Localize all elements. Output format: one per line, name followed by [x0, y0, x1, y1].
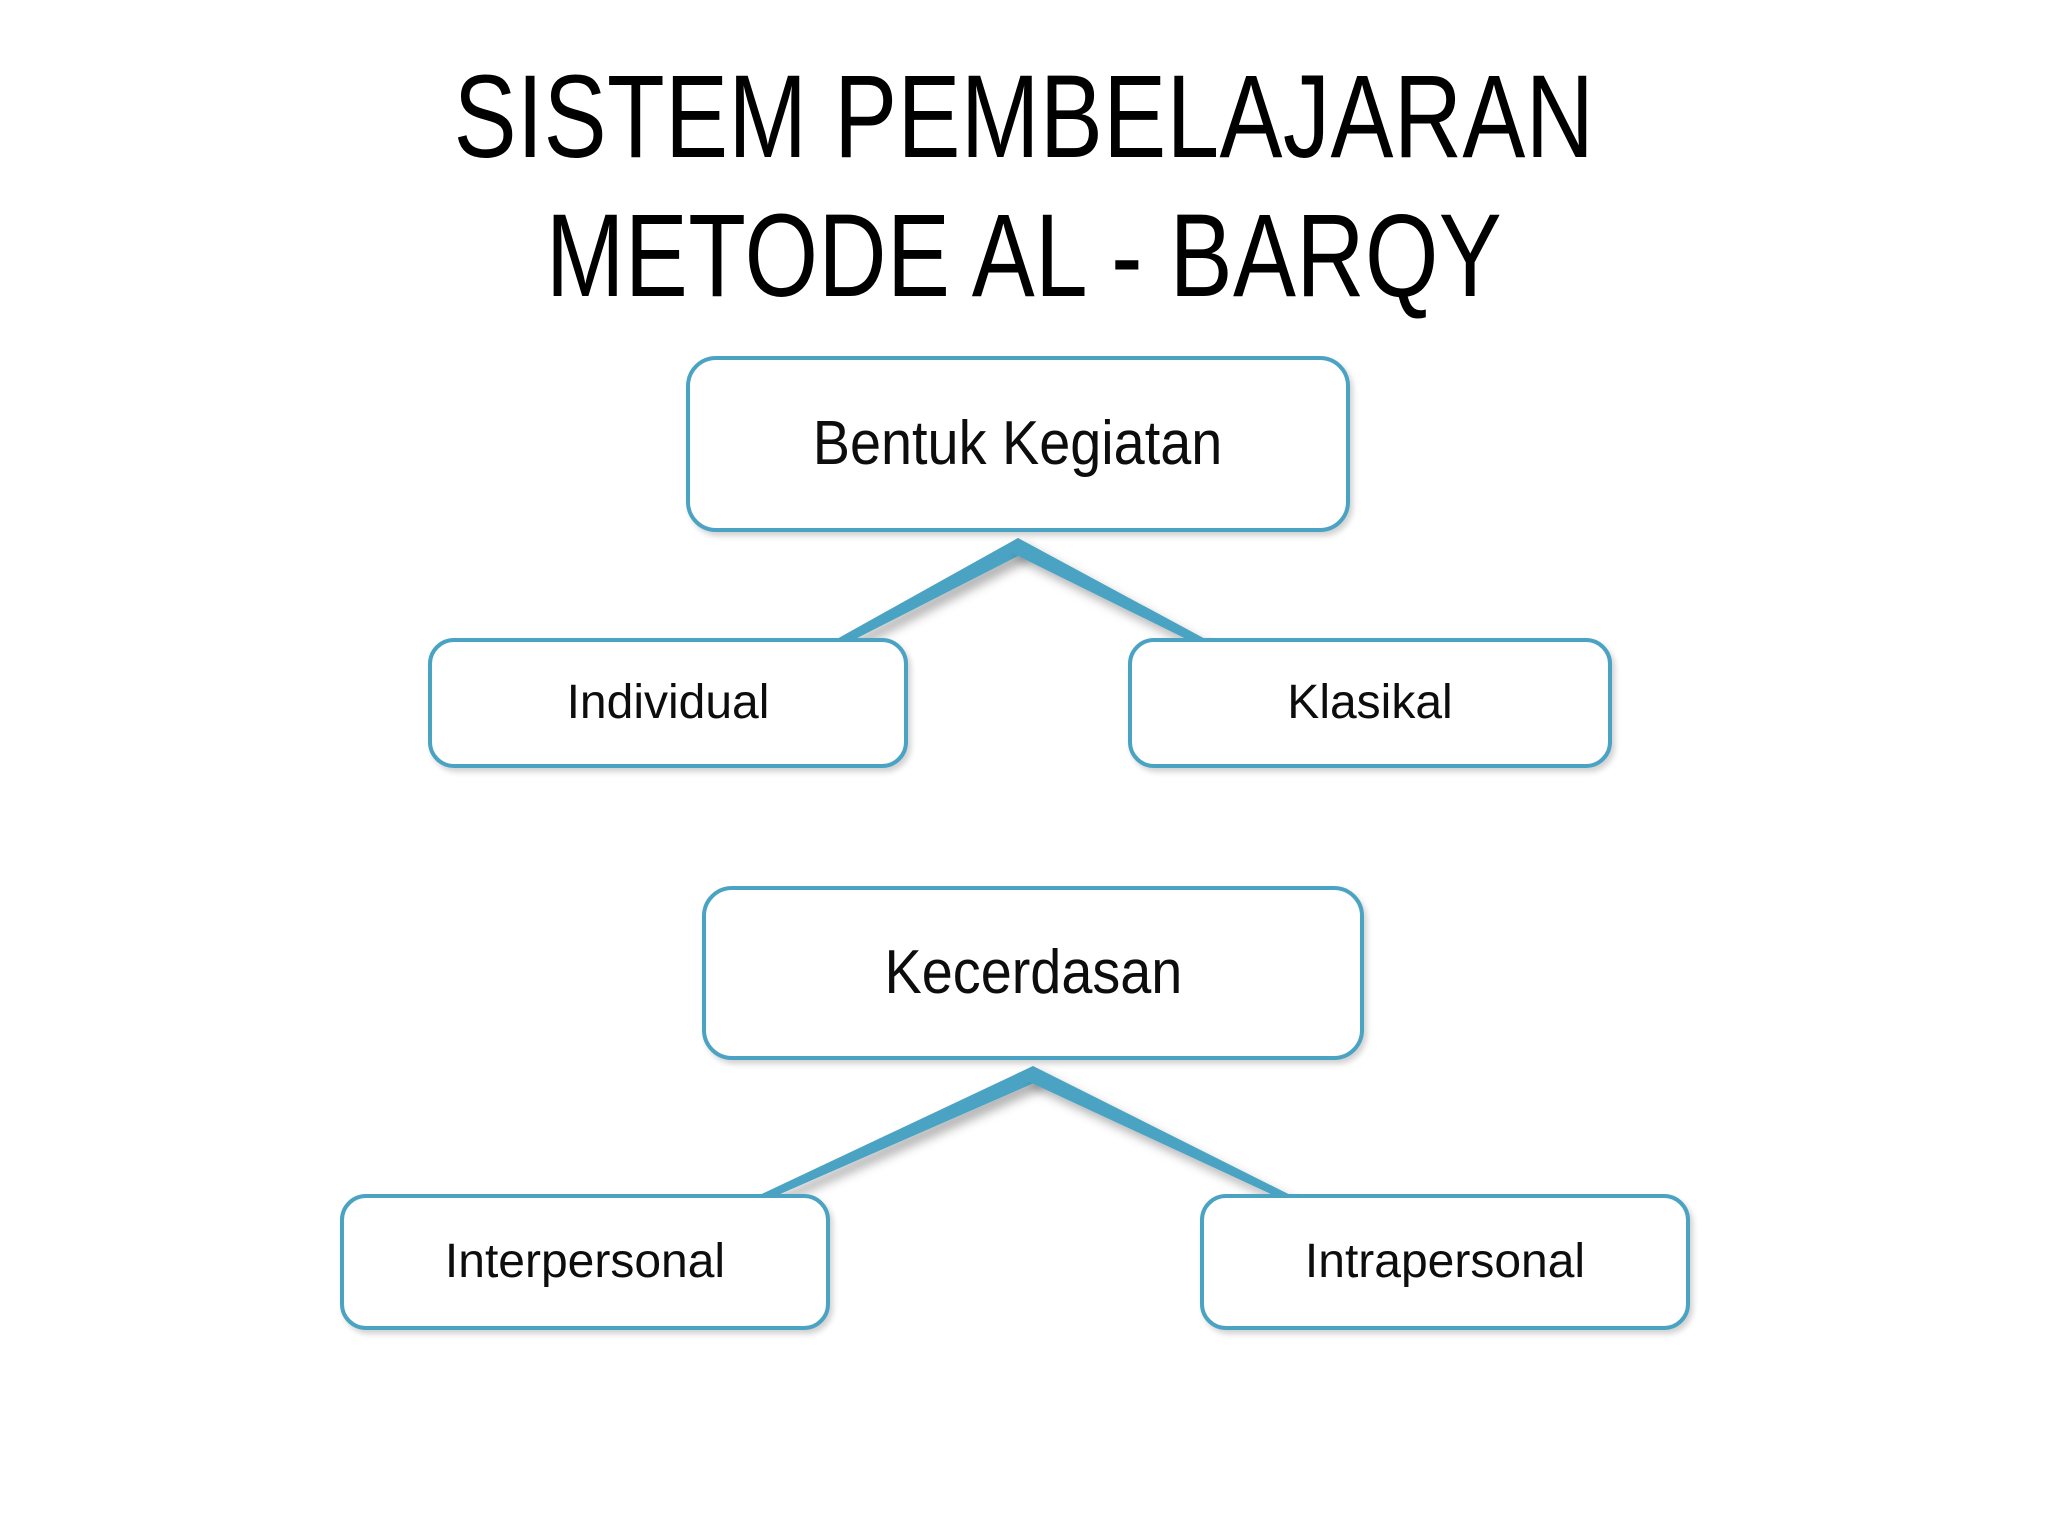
node-individual[interactable]: Individual: [428, 638, 908, 768]
node-label: Kecerdasan: [884, 937, 1182, 1007]
node-label: Klasikal: [1287, 675, 1453, 729]
node-label: Interpersonal: [444, 1234, 726, 1288]
node-interpersonal[interactable]: Interpersonal: [340, 1194, 830, 1330]
title-line-1: SISTEM PEMBELAJARAN: [453, 51, 1595, 183]
node-label: Intrapersonal: [1304, 1234, 1586, 1288]
page-title: SISTEM PEMBELAJARAN METODE AL - BARQY: [0, 48, 2048, 326]
node-intrapersonal[interactable]: Intrapersonal: [1200, 1194, 1690, 1330]
node-kecerdasan[interactable]: Kecerdasan: [702, 886, 1364, 1060]
node-label: Individual: [566, 675, 770, 729]
title-line-2: METODE AL - BARQY: [545, 190, 1503, 323]
node-label: Bentuk Kegiatan: [813, 408, 1223, 478]
node-klasikal[interactable]: Klasikal: [1128, 638, 1612, 768]
node-bentuk-kegiatan[interactable]: Bentuk Kegiatan: [686, 356, 1350, 532]
